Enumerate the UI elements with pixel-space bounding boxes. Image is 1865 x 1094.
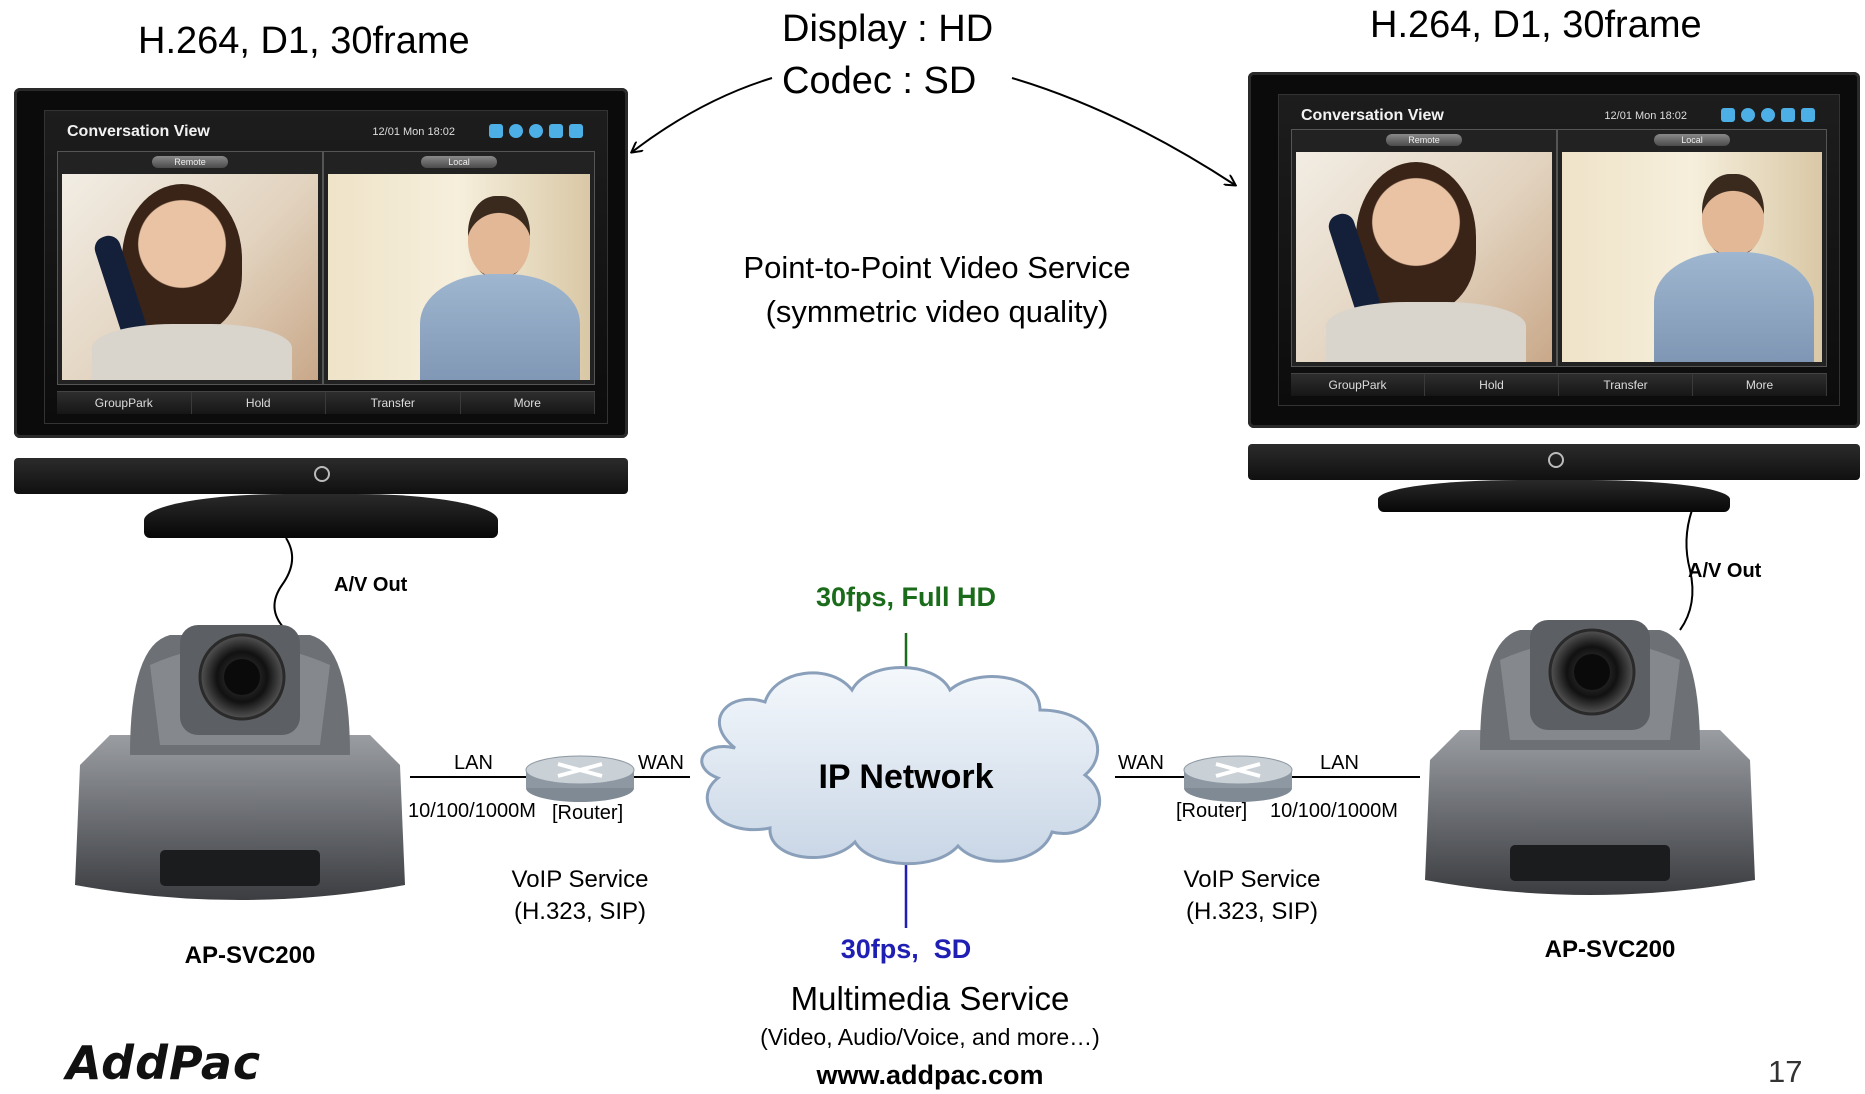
service-note-line2: (symmetric video quality) xyxy=(765,294,1109,329)
speed-right: 10/100/1000M xyxy=(1270,800,1398,822)
router-label-right: [Router] xyxy=(1176,800,1248,822)
router-label-left: [Router] xyxy=(552,802,624,824)
router-left xyxy=(525,755,635,802)
local-tab: Local xyxy=(1654,134,1730,146)
conversation-header: Conversation View 12/01 Mon 18:02 xyxy=(57,121,595,145)
conversation-header: Conversation View 12/01 Mon 18:02 xyxy=(1291,105,1827,129)
lan-right: LAN xyxy=(1320,752,1359,774)
device-right: AP-SVC200 xyxy=(1544,936,1676,963)
remote-tab: Remote xyxy=(1386,134,1462,146)
av-cable-left xyxy=(273,537,293,629)
power-button-icon xyxy=(1548,452,1564,468)
local-person-body xyxy=(1654,252,1814,362)
globe-icon xyxy=(509,124,523,138)
website-url[interactable]: www.addpac.com xyxy=(816,1060,1044,1090)
left-codec-label: H.264, D1, 30frame xyxy=(138,20,470,62)
local-person-head xyxy=(1702,174,1764,256)
local-person-head xyxy=(468,196,530,278)
more-button[interactable]: More xyxy=(460,392,595,414)
left-tv: Conversation View 12/01 Mon 18:02 Remote… xyxy=(14,88,628,538)
grouppark-button[interactable]: GroupPark xyxy=(1291,374,1425,396)
refresh-icon xyxy=(529,124,543,138)
hold-button[interactable]: Hold xyxy=(1425,374,1559,396)
right-tv: Conversation View 12/01 Mon 18:02 Remote… xyxy=(1248,72,1860,512)
remote-video xyxy=(1296,152,1552,362)
full-hd-stream-label: 30fps, Full HD xyxy=(815,582,997,612)
transfer-button[interactable]: Transfer xyxy=(1559,374,1693,396)
tv-base xyxy=(144,494,498,538)
camera-right xyxy=(1425,620,1755,895)
lan-left: LAN xyxy=(454,752,493,774)
display-arrow-right xyxy=(1011,77,1235,185)
local-video xyxy=(328,174,590,380)
multimedia-line2: (Video, Audio/Voice, and more…) xyxy=(760,1024,1100,1050)
sd-stream-label: 30fps, SD xyxy=(840,934,972,964)
av-out-left: A/V Out xyxy=(334,574,408,596)
local-pane: Local xyxy=(323,151,595,385)
tv-screen: Conversation View 12/01 Mon 18:02 Remote… xyxy=(1278,94,1840,406)
refresh-icon xyxy=(1761,108,1775,122)
ip-network-cloud xyxy=(700,666,1102,865)
remote-pane: Remote xyxy=(1291,129,1557,367)
local-video xyxy=(1562,152,1822,362)
local-person-body xyxy=(420,274,580,380)
voip-left-line2: (H.323, SIP) xyxy=(513,898,647,925)
window-icon xyxy=(1781,108,1795,122)
device-left: AP-SVC200 xyxy=(184,942,316,969)
av-cable-right xyxy=(1679,509,1694,631)
remote-shirt xyxy=(92,324,292,380)
transfer-button[interactable]: Transfer xyxy=(326,392,461,414)
status-icons xyxy=(489,124,583,142)
display-note-line1: Display : HD xyxy=(782,8,994,50)
remote-person xyxy=(1356,162,1476,312)
addpac-logo: AddPac xyxy=(66,1036,262,1090)
datetime: 12/01 Mon 18:02 xyxy=(372,126,455,138)
call-button-bar: GroupPark Hold Transfer More xyxy=(1291,373,1827,396)
more-button[interactable]: More xyxy=(1693,374,1827,396)
hold-button[interactable]: Hold xyxy=(191,392,326,414)
camera-left xyxy=(75,625,405,900)
av-out-right: A/V Out xyxy=(1688,560,1762,582)
voip-left-line1: VoIP Service xyxy=(511,866,649,893)
gear-icon xyxy=(489,124,503,138)
signal-icon xyxy=(1801,108,1815,122)
remote-shirt xyxy=(1326,302,1526,362)
display-note-line2: Codec : SD xyxy=(782,60,977,102)
remote-video xyxy=(62,174,318,380)
wan-left: WAN xyxy=(638,752,684,774)
tv-base xyxy=(1378,480,1730,512)
ip-network-label: IP Network xyxy=(818,758,994,796)
status-icons xyxy=(1721,108,1815,126)
display-arrow-left xyxy=(632,77,773,152)
router-right xyxy=(1183,755,1293,802)
tv-screen: Conversation View 12/01 Mon 18:02 Remote… xyxy=(44,110,608,424)
voip-right-line1: VoIP Service xyxy=(1183,866,1321,893)
remote-person xyxy=(122,184,242,334)
datetime: 12/01 Mon 18:02 xyxy=(1604,110,1687,122)
globe-icon xyxy=(1741,108,1755,122)
voip-right-line2: (H.323, SIP) xyxy=(1185,898,1319,925)
remote-pane: Remote xyxy=(57,151,323,385)
service-note-line1: Point-to-Point Video Service xyxy=(743,250,1131,285)
grouppark-button[interactable]: GroupPark xyxy=(57,392,192,414)
signal-icon xyxy=(569,124,583,138)
right-codec-label: H.264, D1, 30frame xyxy=(1370,4,1702,46)
window-icon xyxy=(549,124,563,138)
remote-tab: Remote xyxy=(152,156,228,168)
local-tab: Local xyxy=(421,156,497,168)
conversation-title: Conversation View xyxy=(67,123,210,140)
page-number: 17 xyxy=(1768,1054,1803,1089)
power-button-icon xyxy=(314,466,330,482)
conversation-title: Conversation View xyxy=(1301,107,1444,124)
speed-left: 10/100/1000M xyxy=(408,800,536,822)
gear-icon xyxy=(1721,108,1735,122)
local-pane: Local xyxy=(1557,129,1827,367)
call-button-bar: GroupPark Hold Transfer More xyxy=(57,391,595,414)
multimedia-line1: Multimedia Service xyxy=(790,980,1070,1017)
wan-right: WAN xyxy=(1118,752,1164,774)
